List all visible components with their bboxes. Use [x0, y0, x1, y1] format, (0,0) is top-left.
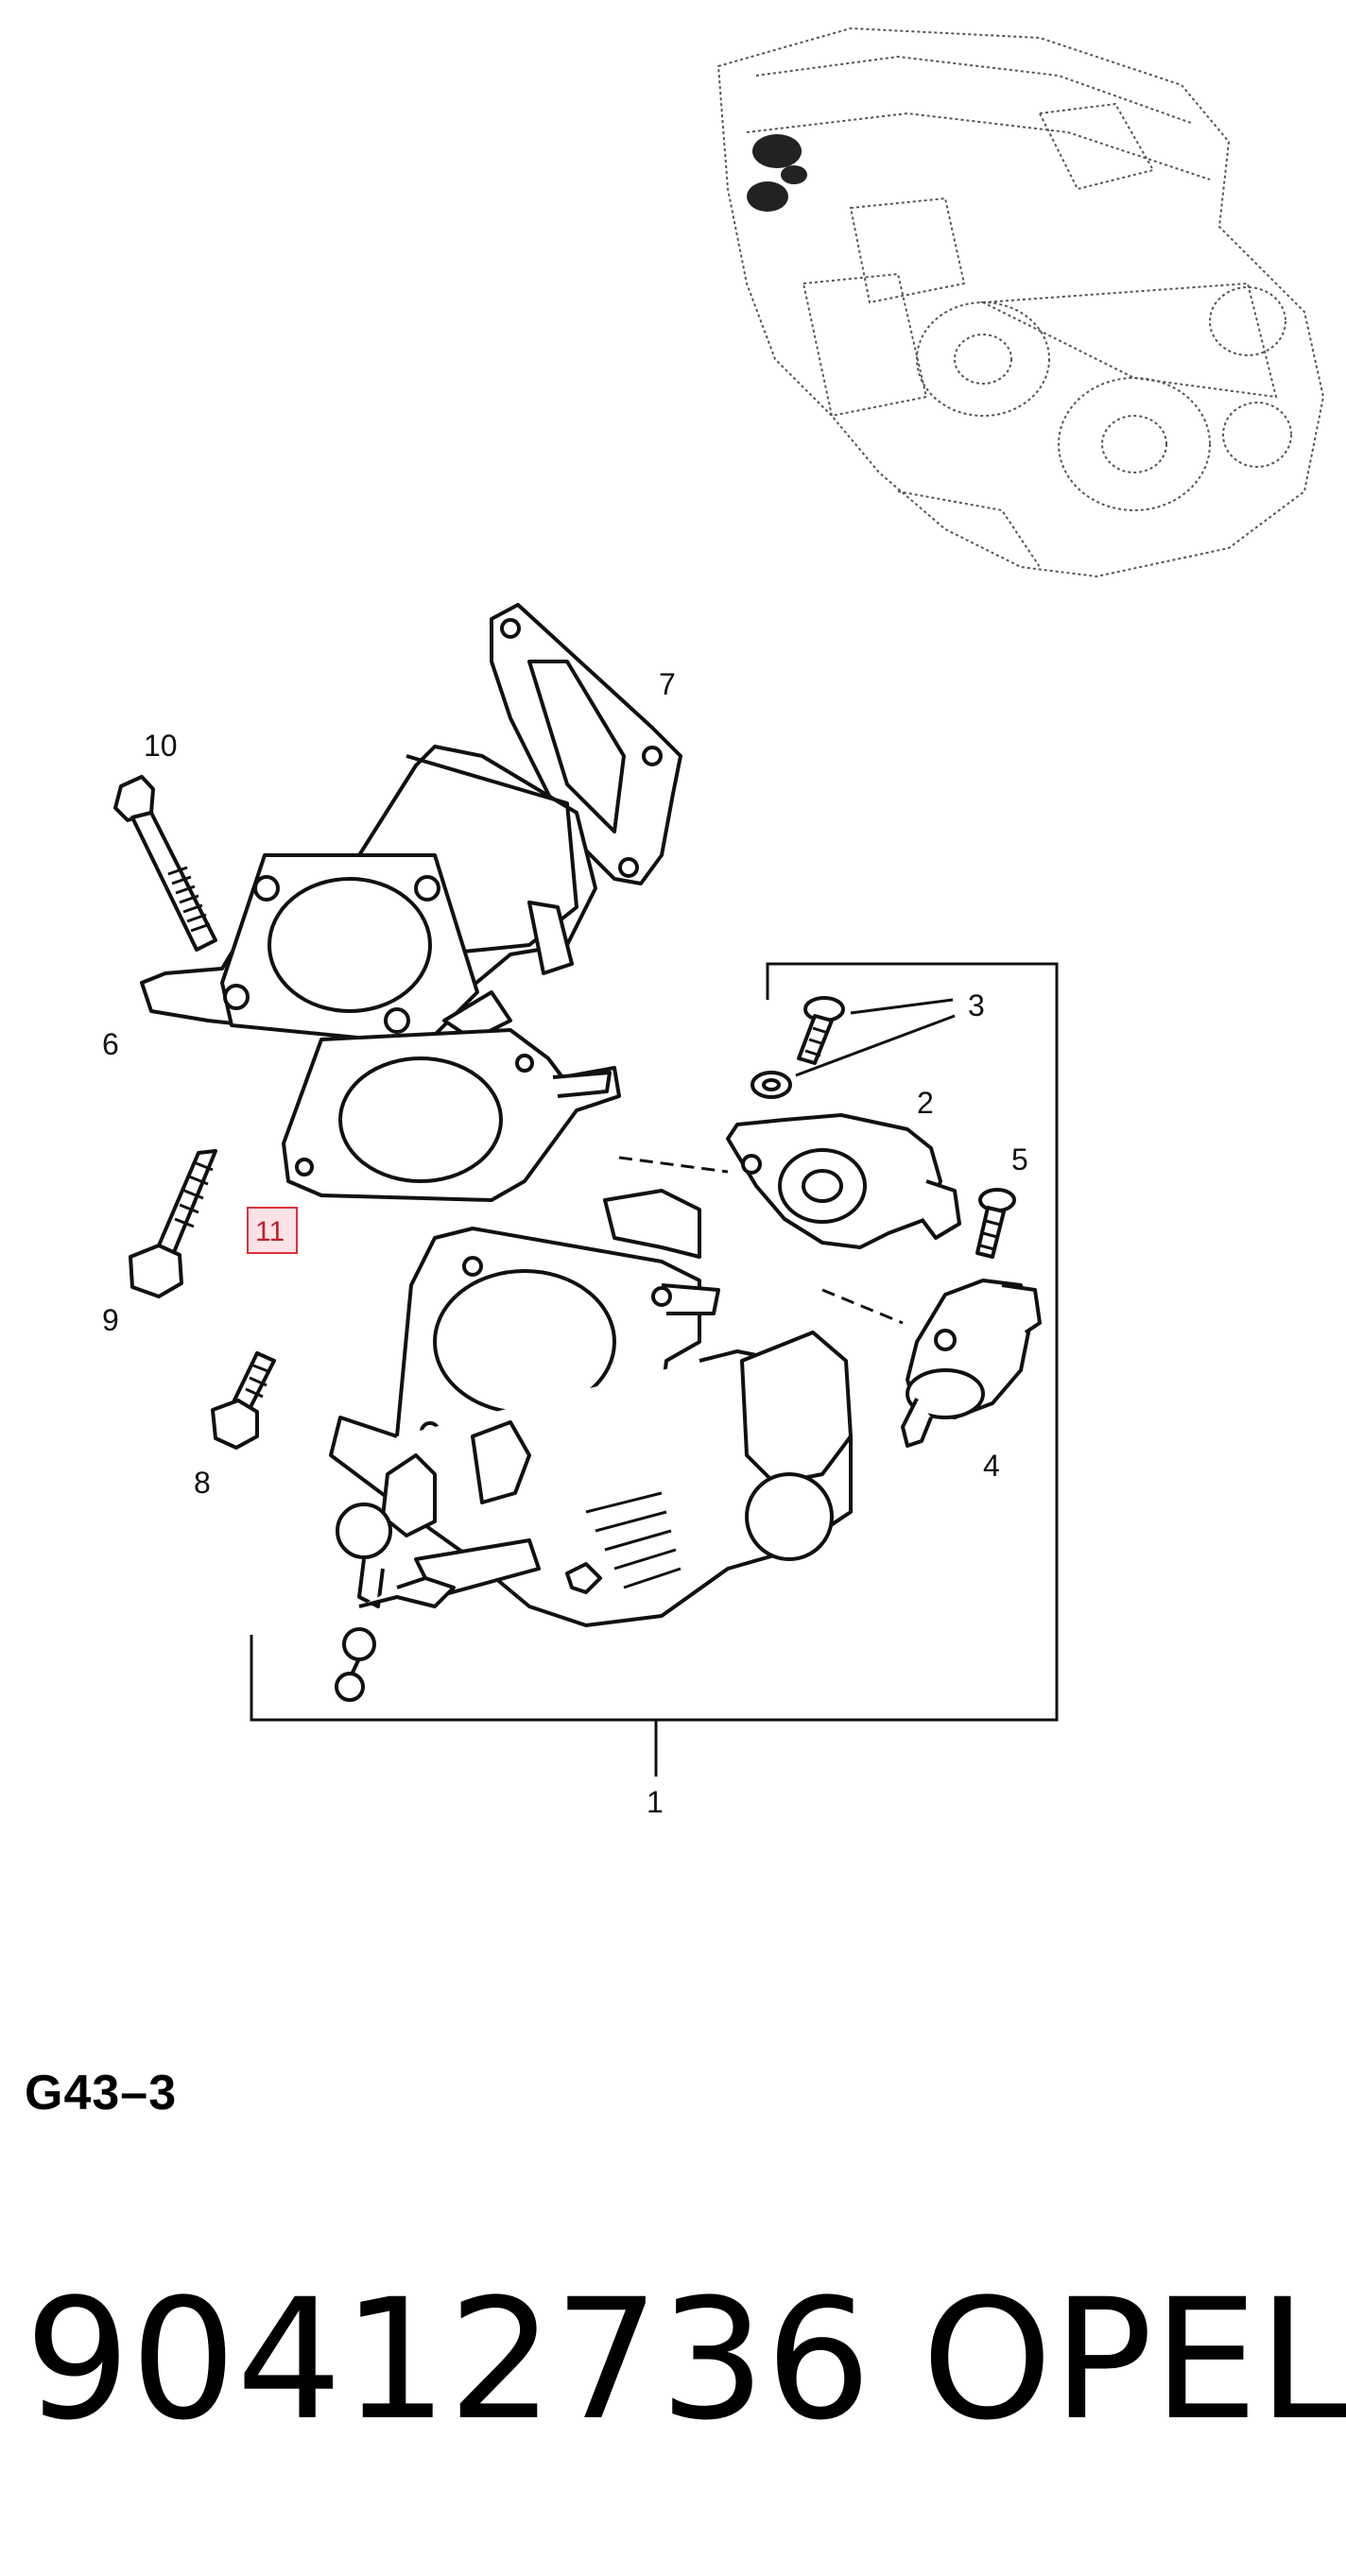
part-6-flange[interactable] — [142, 747, 595, 1044]
callout-9: 9 — [102, 1303, 119, 1337]
assembly-1-bracket — [250, 962, 1059, 1777]
callout-3: 3 — [968, 988, 985, 1022]
part-9-bolt[interactable] — [130, 1151, 216, 1297]
callout-11: 11 — [255, 1216, 285, 1247]
diagram-code: G43–3 — [25, 2066, 178, 2121]
engine-highlight-marker — [747, 134, 807, 212]
callout-7: 7 — [659, 667, 676, 701]
brand-name: OPEL — [922, 2263, 1346, 2457]
callout-5: 5 — [1011, 1142, 1028, 1176]
part-8-bolt[interactable] — [213, 1353, 274, 1448]
part-1-throttle-body[interactable] — [331, 1191, 851, 1700]
part-3-screw-and-washer[interactable] — [752, 998, 955, 1097]
callout-2: 2 — [917, 1086, 934, 1120]
callout-4: 4 — [983, 1449, 1000, 1483]
part-number: 90412736 — [25, 2263, 871, 2457]
callout-11-highlight[interactable]: 11 — [247, 1207, 298, 1254]
part-2-throttle-position-sensor[interactable] — [619, 1115, 959, 1247]
part-5-screw[interactable] — [977, 1190, 1014, 1257]
engine-overview-illustration — [716, 26, 1325, 578]
callout-6: 6 — [102, 1027, 119, 1061]
callout-8: 8 — [194, 1466, 211, 1500]
part-11-gasket[interactable] — [284, 1030, 619, 1200]
part-4-idle-air-control-valve[interactable] — [822, 1280, 1040, 1446]
part-10-bolt[interactable] — [115, 777, 216, 950]
callout-labels: 7 10 6 3 2 5 9 8 4 1 — [102, 667, 1028, 1819]
callout-10: 10 — [144, 729, 178, 763]
highlight-box — [247, 1207, 298, 1254]
callout-1: 1 — [647, 1785, 664, 1819]
part-7-gasket[interactable] — [492, 605, 681, 884]
